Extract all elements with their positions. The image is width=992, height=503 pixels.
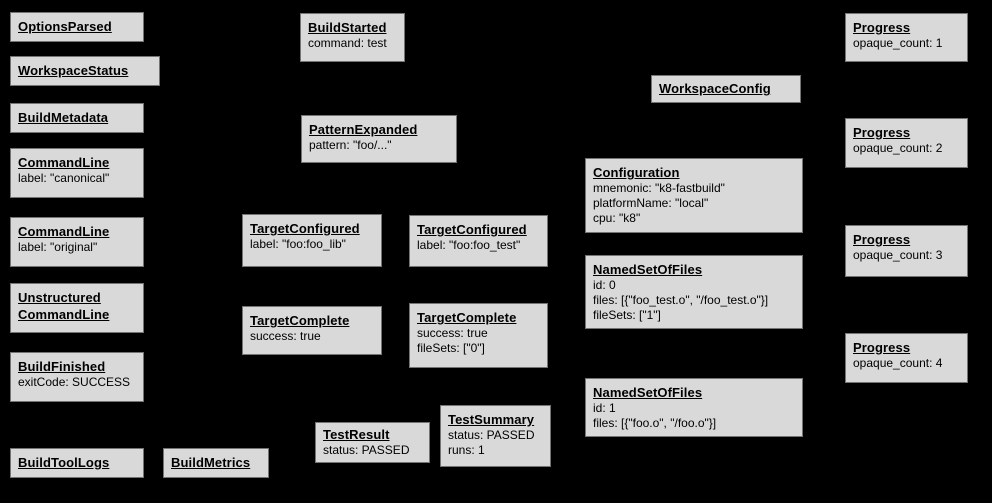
event-title: Progress <box>853 340 911 355</box>
event-box-target-configured-foo-test: TargetConfigured label: "foo:foo_test" <box>409 215 548 267</box>
event-title: TestSummary <box>448 412 535 427</box>
event-box-named-set-of-files-0: NamedSetOfFiles id: 0 files: [{"foo_test… <box>585 255 803 329</box>
event-title: TargetComplete <box>250 313 350 328</box>
event-box-unstructured-command-line: Unstructured CommandLine <box>10 283 144 333</box>
event-field: label: "foo:foo_lib" <box>250 237 346 251</box>
event-title: TargetComplete <box>417 310 517 325</box>
event-box-workspace-config: WorkspaceConfig <box>651 75 801 103</box>
event-box-options-parsed: OptionsParsed <box>10 12 144 42</box>
event-field: status: PASSED <box>323 443 410 457</box>
event-field: command: test <box>308 36 387 50</box>
event-field: success: true <box>417 326 488 340</box>
event-field: runs: 1 <box>448 443 485 457</box>
event-title: OptionsParsed <box>18 19 112 34</box>
event-box-test-result: TestResult status: PASSED <box>315 422 430 463</box>
event-field: id: 1 <box>593 401 616 415</box>
event-field: opaque_count: 1 <box>853 36 943 50</box>
event-box-build-metadata: BuildMetadata <box>10 103 144 133</box>
event-box-command-line-canonical: CommandLine label: "canonical" <box>10 148 144 198</box>
event-box-build-started: BuildStarted command: test <box>300 13 405 62</box>
event-field: id: 0 <box>593 278 616 292</box>
event-box-progress-4: Progress opaque_count: 4 <box>845 333 968 383</box>
event-title: CommandLine <box>18 224 110 239</box>
event-box-progress-2: Progress opaque_count: 2 <box>845 118 968 168</box>
event-title: WorkspaceConfig <box>659 81 771 96</box>
event-box-target-configured-foo-lib: TargetConfigured label: "foo:foo_lib" <box>242 214 382 267</box>
event-box-pattern-expanded: PatternExpanded pattern: "foo/..." <box>301 115 457 163</box>
event-field: files: [{"foo.o", "/foo.o"}] <box>593 416 717 430</box>
event-title: BuildToolLogs <box>18 455 110 470</box>
event-field: mnemonic: "k8-fastbuild" <box>593 181 725 195</box>
event-field: status: PASSED <box>448 428 535 442</box>
event-title: NamedSetOfFiles <box>593 385 703 400</box>
event-field: label: "original" <box>18 240 98 254</box>
event-title: Progress <box>853 125 911 140</box>
event-field: exitCode: SUCCESS <box>18 375 131 389</box>
event-box-configuration: Configuration mnemonic: "k8-fastbuild" p… <box>585 158 803 233</box>
event-box-build-metrics: BuildMetrics <box>163 448 269 478</box>
event-title: BuildMetadata <box>18 110 109 125</box>
event-box-workspace-status: WorkspaceStatus <box>10 56 160 86</box>
event-title: WorkspaceStatus <box>18 63 129 78</box>
event-box-test-summary: TestSummary status: PASSED runs: 1 <box>440 405 551 467</box>
event-box-command-line-original: CommandLine label: "original" <box>10 217 144 267</box>
event-field: label: "canonical" <box>18 171 110 185</box>
event-title: NamedSetOfFiles <box>593 262 703 277</box>
event-title: BuildFinished <box>18 359 106 374</box>
event-box-progress-1: Progress opaque_count: 1 <box>845 13 968 62</box>
event-box-progress-3: Progress opaque_count: 3 <box>845 225 968 277</box>
event-field: files: [{"foo_test.o", "/foo_test.o"}] <box>593 293 769 307</box>
event-box-named-set-of-files-1: NamedSetOfFiles id: 1 files: [{"foo.o", … <box>585 378 803 437</box>
event-field: success: true <box>250 329 321 343</box>
event-box-target-complete-foo-test: TargetComplete success: true fileSets: [… <box>409 303 548 368</box>
event-field: pattern: "foo/..." <box>309 138 392 152</box>
event-field: opaque_count: 3 <box>853 248 943 262</box>
event-field: opaque_count: 2 <box>853 141 943 155</box>
event-title: TargetConfigured <box>417 222 527 237</box>
event-title: CommandLine <box>18 155 110 170</box>
event-title: PatternExpanded <box>309 122 418 137</box>
event-box-build-tool-logs: BuildToolLogs <box>10 448 144 478</box>
event-title: TestResult <box>323 427 390 442</box>
event-field: fileSets: ["1"] <box>593 308 661 322</box>
event-field: fileSets: ["0"] <box>417 341 485 355</box>
event-field: cpu: "k8" <box>593 211 641 225</box>
event-title: TargetConfigured <box>250 221 360 236</box>
event-title: Configuration <box>593 165 680 180</box>
event-field: opaque_count: 4 <box>853 356 943 370</box>
event-box-build-finished: BuildFinished exitCode: SUCCESS <box>10 352 144 402</box>
event-title: Progress <box>853 20 911 35</box>
event-box-target-complete-foo-lib: TargetComplete success: true <box>242 306 382 355</box>
event-field: label: "foo:foo_test" <box>417 238 521 252</box>
event-field: platformName: "local" <box>593 196 709 210</box>
event-title: BuildStarted <box>308 20 387 35</box>
event-title: Progress <box>853 232 911 247</box>
event-title: BuildMetrics <box>171 455 251 470</box>
event-title: Unstructured CommandLine <box>18 290 110 322</box>
